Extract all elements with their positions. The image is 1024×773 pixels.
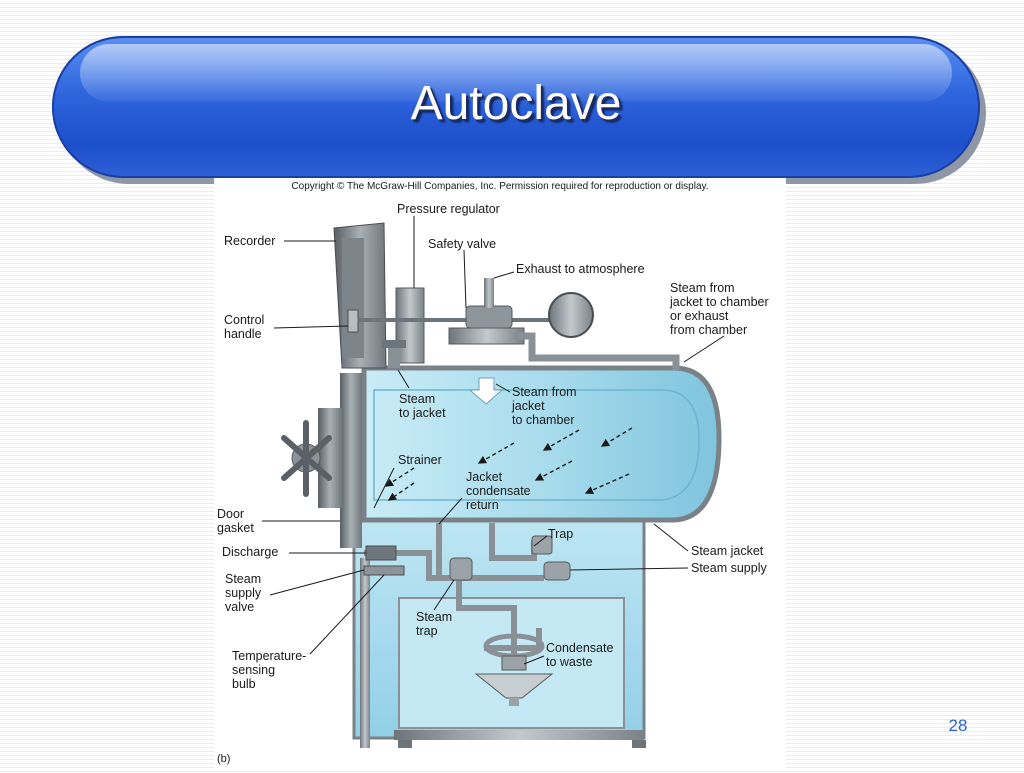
flow-arrow [384, 467, 415, 487]
leader-condensate [438, 497, 463, 525]
copyright-text: Copyright © The McGraw-Hill Companies, I… [291, 181, 708, 192]
valve-manifold [448, 327, 525, 345]
label-condensate-3: return [466, 498, 499, 512]
steam-trap-body [449, 557, 473, 581]
label-control-handle-1: Control [224, 313, 264, 327]
label-steam-chamber-2: jacket [511, 399, 545, 413]
label-steam-chamber-3: to chamber [512, 413, 575, 427]
door-plate [318, 408, 342, 508]
panel-label: (b) [217, 753, 230, 765]
title-bar-shine [80, 44, 952, 102]
cabinet-foot-left [398, 740, 412, 748]
temp-bulb [363, 565, 405, 576]
exhaust-pipe [484, 278, 494, 308]
recorder-face [342, 238, 364, 358]
leader-steam-to-jacket [397, 369, 410, 389]
leader-steam-supply-valve [269, 569, 365, 596]
leader-condensate-waste [523, 655, 545, 665]
steam-flow-arrows [384, 427, 633, 501]
leader-steam-supply [569, 567, 689, 571]
label-exhaust: Exhaust to atmosphere [516, 262, 645, 276]
label-control-handle-2: handle [224, 327, 262, 341]
funnel-spout [509, 698, 519, 706]
label-steam-supply: Steam supply [691, 561, 767, 575]
label-recorder: Recorder [224, 234, 275, 248]
door-flange [340, 373, 362, 548]
label-steam-from-jacket-4: from chamber [670, 323, 747, 337]
label-discharge: Discharge [222, 545, 278, 559]
waste-strainer [501, 655, 527, 671]
leader-lines [262, 216, 725, 665]
leader-safety-valve [463, 249, 467, 309]
leader-strainer [373, 467, 395, 509]
label-steam-to-jacket-2: to jacket [399, 406, 446, 420]
leader-exhaust [493, 271, 515, 279]
leader-steam-trap [433, 579, 455, 611]
pressure-gauge [548, 292, 594, 338]
chamber-inner-wall [373, 389, 700, 501]
label-condensate-waste-2: to waste [546, 655, 593, 669]
flow-arrow [600, 427, 633, 447]
leader-steam-jacket [653, 523, 689, 552]
title-bar: Autoclave [52, 36, 980, 178]
label-door-gasket-1: Door [217, 507, 244, 521]
cabinet-leg-left [360, 558, 370, 748]
main-chamber [361, 365, 722, 523]
label-steam-trap-2: trap [416, 624, 438, 638]
leader-steam-jacket-chamber [495, 383, 511, 393]
steam-to-jacket-cap [382, 340, 406, 348]
label-temp-bulb-3: bulb [232, 677, 256, 691]
door-wheel-handle [281, 420, 332, 497]
label-condensate-1: Jacket [466, 470, 503, 484]
label-supply-valve-2: supply [225, 586, 262, 600]
leader-temp-bulb [309, 574, 385, 655]
label-steam-trap-1: Steam [416, 610, 452, 624]
label-steam-jacket: Steam jacket [691, 544, 764, 558]
jacket-steam-pipe [514, 332, 680, 370]
autoclave-figure: Copyright © The McGraw-Hill Companies, I… [214, 178, 786, 768]
label-steam-from-jacket-2: jacket to chamber [669, 295, 769, 309]
control-handle-body [347, 309, 359, 333]
cabinet-foot-right [632, 740, 646, 748]
discharge-valve [365, 545, 397, 561]
label-supply-valve-3: valve [225, 600, 254, 614]
leader-trap [533, 535, 548, 547]
cabinet-base [394, 730, 644, 740]
supply-branch-pipe [456, 578, 517, 648]
label-steam-from-jacket-1: Steam from [670, 281, 735, 295]
page-number: 28 [948, 716, 968, 735]
label-condensate-2: condensate [466, 484, 531, 498]
flow-arrow [584, 473, 630, 495]
label-trap: Trap [548, 527, 573, 541]
waste-funnel [474, 673, 554, 699]
safety-valve-body [465, 305, 513, 329]
label-supply-valve-1: Steam [225, 572, 261, 586]
autoclave-diagram: Copyright © The McGraw-Hill Companies, I… [217, 181, 769, 765]
steam-inlet-arrow [468, 377, 504, 405]
leader-control-handle [273, 325, 349, 329]
label-door-gasket-2: gasket [217, 521, 254, 535]
label-temp-bulb-2: sensing [232, 663, 275, 677]
slide-title: Autoclave [410, 77, 622, 130]
label-steam-to-jacket-1: Steam [399, 392, 435, 406]
leader-steam-from-jacket [683, 335, 725, 363]
pressure-regulator-body [395, 287, 425, 364]
label-temp-bulb-1: Temperature- [232, 649, 306, 663]
label-pressure-regulator: Pressure regulator [397, 202, 500, 216]
label-strainer: Strainer [398, 453, 442, 467]
label-safety-valve: Safety valve [428, 237, 496, 251]
label-steam-chamber-1: Steam from [512, 385, 577, 399]
trap-body [531, 535, 553, 555]
flow-arrow [387, 482, 415, 501]
steam-supply-valve [543, 561, 571, 581]
label-condensate-waste-1: Condensate [546, 641, 613, 655]
label-steam-from-jacket-3: or exhaust [670, 309, 729, 323]
